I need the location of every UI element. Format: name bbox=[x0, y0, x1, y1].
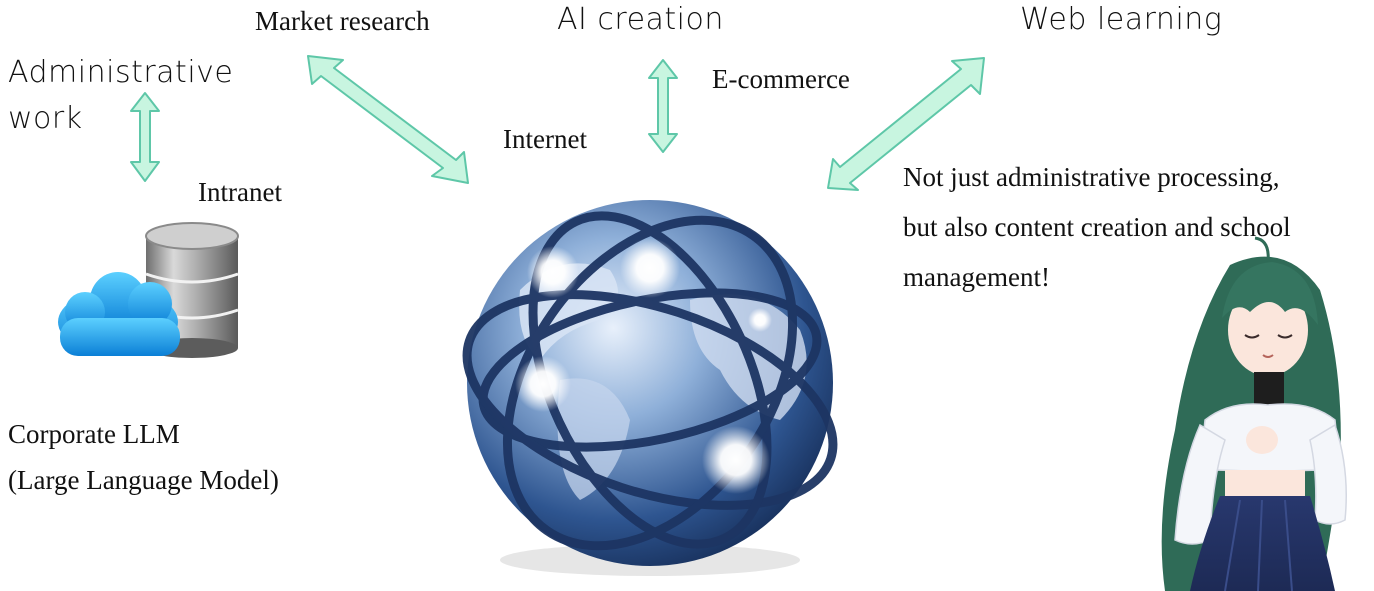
label-web-learning: Web learning bbox=[1020, 2, 1223, 37]
label-market-research: Market research bbox=[255, 6, 430, 36]
label-administrative-line1: Administrative bbox=[8, 55, 234, 90]
llm-line1: Corporate LLM bbox=[8, 419, 180, 449]
note-line1: Not just administrative processing, bbox=[903, 162, 1280, 192]
label-internet: Internet bbox=[503, 124, 587, 154]
cloud-icon bbox=[58, 272, 180, 356]
label-note: Not just administrative processing, but … bbox=[903, 152, 1363, 302]
label-intranet: Intranet bbox=[198, 177, 282, 207]
arrow-web-internet bbox=[827, 57, 985, 191]
arrow-market-internet bbox=[307, 55, 469, 184]
llm-line2: (Large Language Model) bbox=[8, 465, 279, 495]
globe-icon bbox=[462, 200, 838, 576]
character-illustration bbox=[1161, 236, 1347, 591]
note-line3: management! bbox=[903, 262, 1050, 292]
label-administrative-work: Administrative work bbox=[8, 50, 268, 142]
note-line2: but also content creation and school bbox=[903, 212, 1291, 242]
label-ecommerce: E-commerce bbox=[712, 64, 850, 94]
label-corporate-llm: Corporate LLM (Large Language Model) bbox=[8, 411, 279, 503]
label-administrative-line2: work bbox=[8, 101, 83, 136]
label-ai-creation: AI creation bbox=[557, 2, 724, 37]
arrow-ai-internet bbox=[648, 59, 678, 153]
arrow-admin-intranet bbox=[130, 92, 160, 182]
